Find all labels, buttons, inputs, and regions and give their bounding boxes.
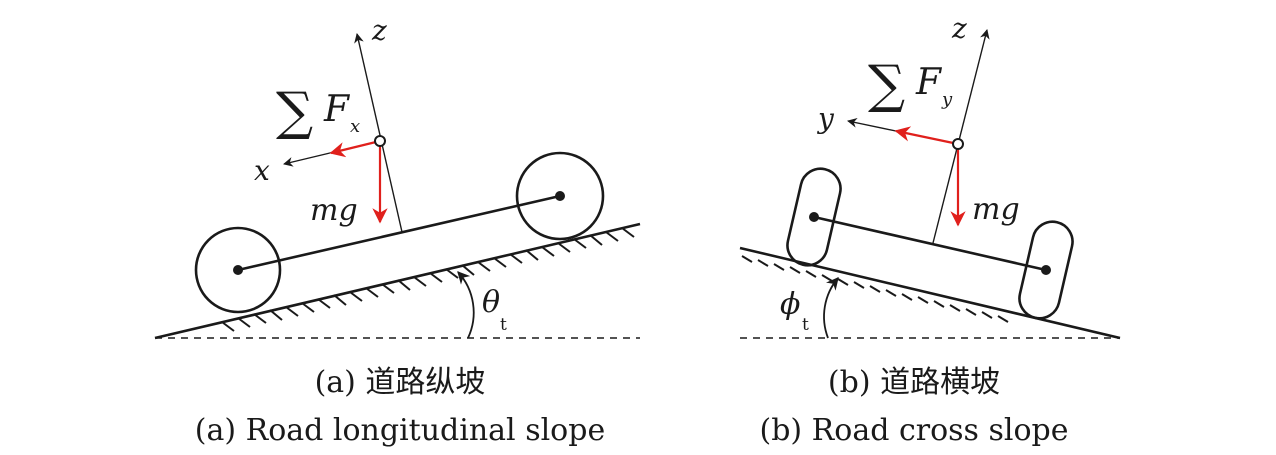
force-subscript: y xyxy=(941,89,953,110)
angle-subscript: t xyxy=(802,315,809,335)
angle-symbol: θ xyxy=(482,285,500,320)
z-axis-label: z xyxy=(951,12,967,45)
lateral-force-arrow xyxy=(894,126,959,146)
z-axis-arrow xyxy=(354,33,403,233)
caption-a-english: (a) Road longitudinal slope xyxy=(195,413,605,448)
slope-surface-line xyxy=(154,222,641,340)
angle-symbol: ϕ xyxy=(780,287,800,322)
panel-a-longitudinal-slope: z x ∑ F x mg θ t (a) 道路纵坡 (a) Road longi… xyxy=(154,14,641,448)
force-symbol: F xyxy=(323,89,351,130)
caption-b-chinese: (b) 道路横坡 xyxy=(828,365,1000,400)
ground-hatching xyxy=(741,255,1009,323)
angle-subscript: t xyxy=(500,315,507,335)
front-wheel xyxy=(515,151,605,241)
z-axis-label: z xyxy=(371,14,387,47)
vehicle-chassis-line xyxy=(237,194,561,272)
z-axis-arrow xyxy=(932,29,990,244)
slope-angle-arc xyxy=(823,277,839,339)
x-axis-label: x xyxy=(254,154,270,187)
y-axis-label: y xyxy=(816,102,835,135)
center-of-mass xyxy=(952,138,964,150)
sum-symbol: ∑ xyxy=(276,82,313,142)
force-subscript: x xyxy=(350,116,360,137)
caption-a-chinese: (a) 道路纵坡 xyxy=(315,365,486,400)
gravity-label: mg xyxy=(972,192,1020,227)
rear-wheel xyxy=(194,226,282,314)
center-of-mass xyxy=(374,135,386,147)
ground-hatching xyxy=(221,227,635,332)
gravity-label: mg xyxy=(310,193,358,228)
force-symbol: F xyxy=(915,62,943,103)
panel-b-cross-slope: z y ∑ F y mg ϕ t (b) 道路横坡 (b) Road cross… xyxy=(739,12,1121,448)
traction-force-arrow xyxy=(329,139,381,158)
slope-surface-line xyxy=(739,246,1121,340)
caption-b-english: (b) Road cross slope xyxy=(760,413,1069,448)
vehicle-axle-line xyxy=(813,215,1047,272)
sum-symbol: ∑ xyxy=(868,55,905,115)
slope-angle-arc xyxy=(457,271,475,339)
